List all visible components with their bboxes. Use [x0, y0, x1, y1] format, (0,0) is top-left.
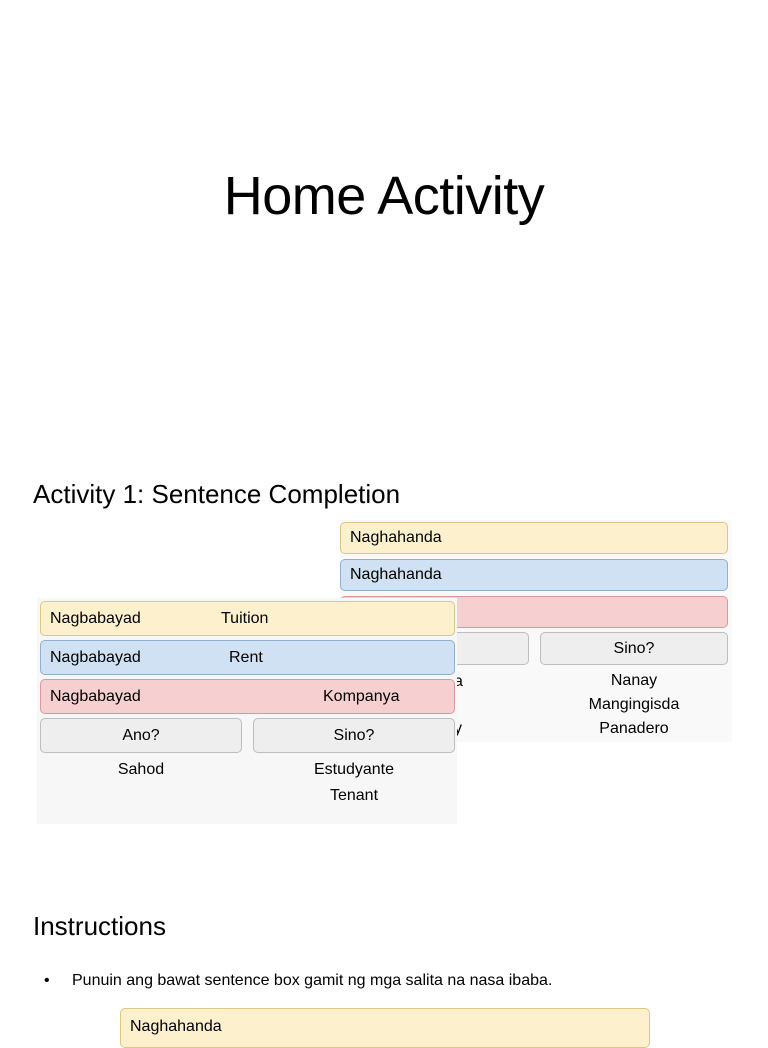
back-row-blue-verb: Naghahanda	[350, 566, 442, 583]
front-row-yellow: Nagbabayad Tuition	[40, 601, 455, 636]
back-who-word-1: Nanay	[610, 672, 658, 689]
instruction-item: • Punuin ang bawat sentence box gamit ng…	[44, 972, 552, 990]
front-row-red-obj: Kompanya	[323, 687, 400, 705]
bottom-peek-box: Naghahanda	[120, 1008, 650, 1048]
front-header-ano-label: Ano?	[122, 726, 160, 744]
bullet-icon: •	[44, 972, 50, 989]
front-card: Nagbabayad Tuition Nagbabayad Rent Nagba…	[37, 598, 457, 824]
activity-title: Activity 1: Sentence Completion	[33, 479, 401, 509]
back-peek-a: a	[454, 673, 463, 690]
back-header-right: Sino?	[540, 632, 728, 665]
back-who-word-3: Panadero	[599, 720, 669, 737]
front-header-sino-label: Sino?	[333, 726, 375, 744]
back-header-right-label: Sino?	[613, 639, 655, 657]
front-row-blue-verb: Nagbabayad	[50, 648, 141, 666]
back-row-blue: Naghahanda	[340, 559, 728, 591]
front-who-word-1: Estudyante	[313, 761, 395, 778]
back-row-yellow-verb: Naghahanda	[350, 529, 442, 546]
front-header-sino: Sino?	[253, 718, 455, 753]
bottom-peek-text: Naghahanda	[130, 1018, 222, 1035]
instruction-text: Punuin ang bawat sentence box gamit ng m…	[72, 972, 553, 989]
instructions-title: Instructions	[33, 911, 166, 941]
front-header-ano: Ano?	[40, 718, 242, 753]
back-who-word-2: Mangingisda	[588, 696, 680, 713]
page-title: Home Activity	[223, 166, 545, 226]
front-what-word-1: Sahod	[117, 761, 165, 778]
back-peek-y: y	[454, 720, 462, 737]
front-row-blue: Nagbabayad Rent	[40, 640, 455, 675]
front-row-blue-obj: Rent	[229, 648, 263, 666]
front-row-red: Nagbabayad Kompanya	[40, 679, 455, 714]
front-who-word-2: Tenant	[329, 787, 379, 804]
front-row-yellow-obj: Tuition	[221, 609, 269, 627]
front-row-yellow-verb: Nagbabayad	[50, 609, 141, 627]
front-row-red-verb: Nagbabayad	[50, 687, 141, 705]
back-row-yellow: Naghahanda	[340, 522, 728, 554]
